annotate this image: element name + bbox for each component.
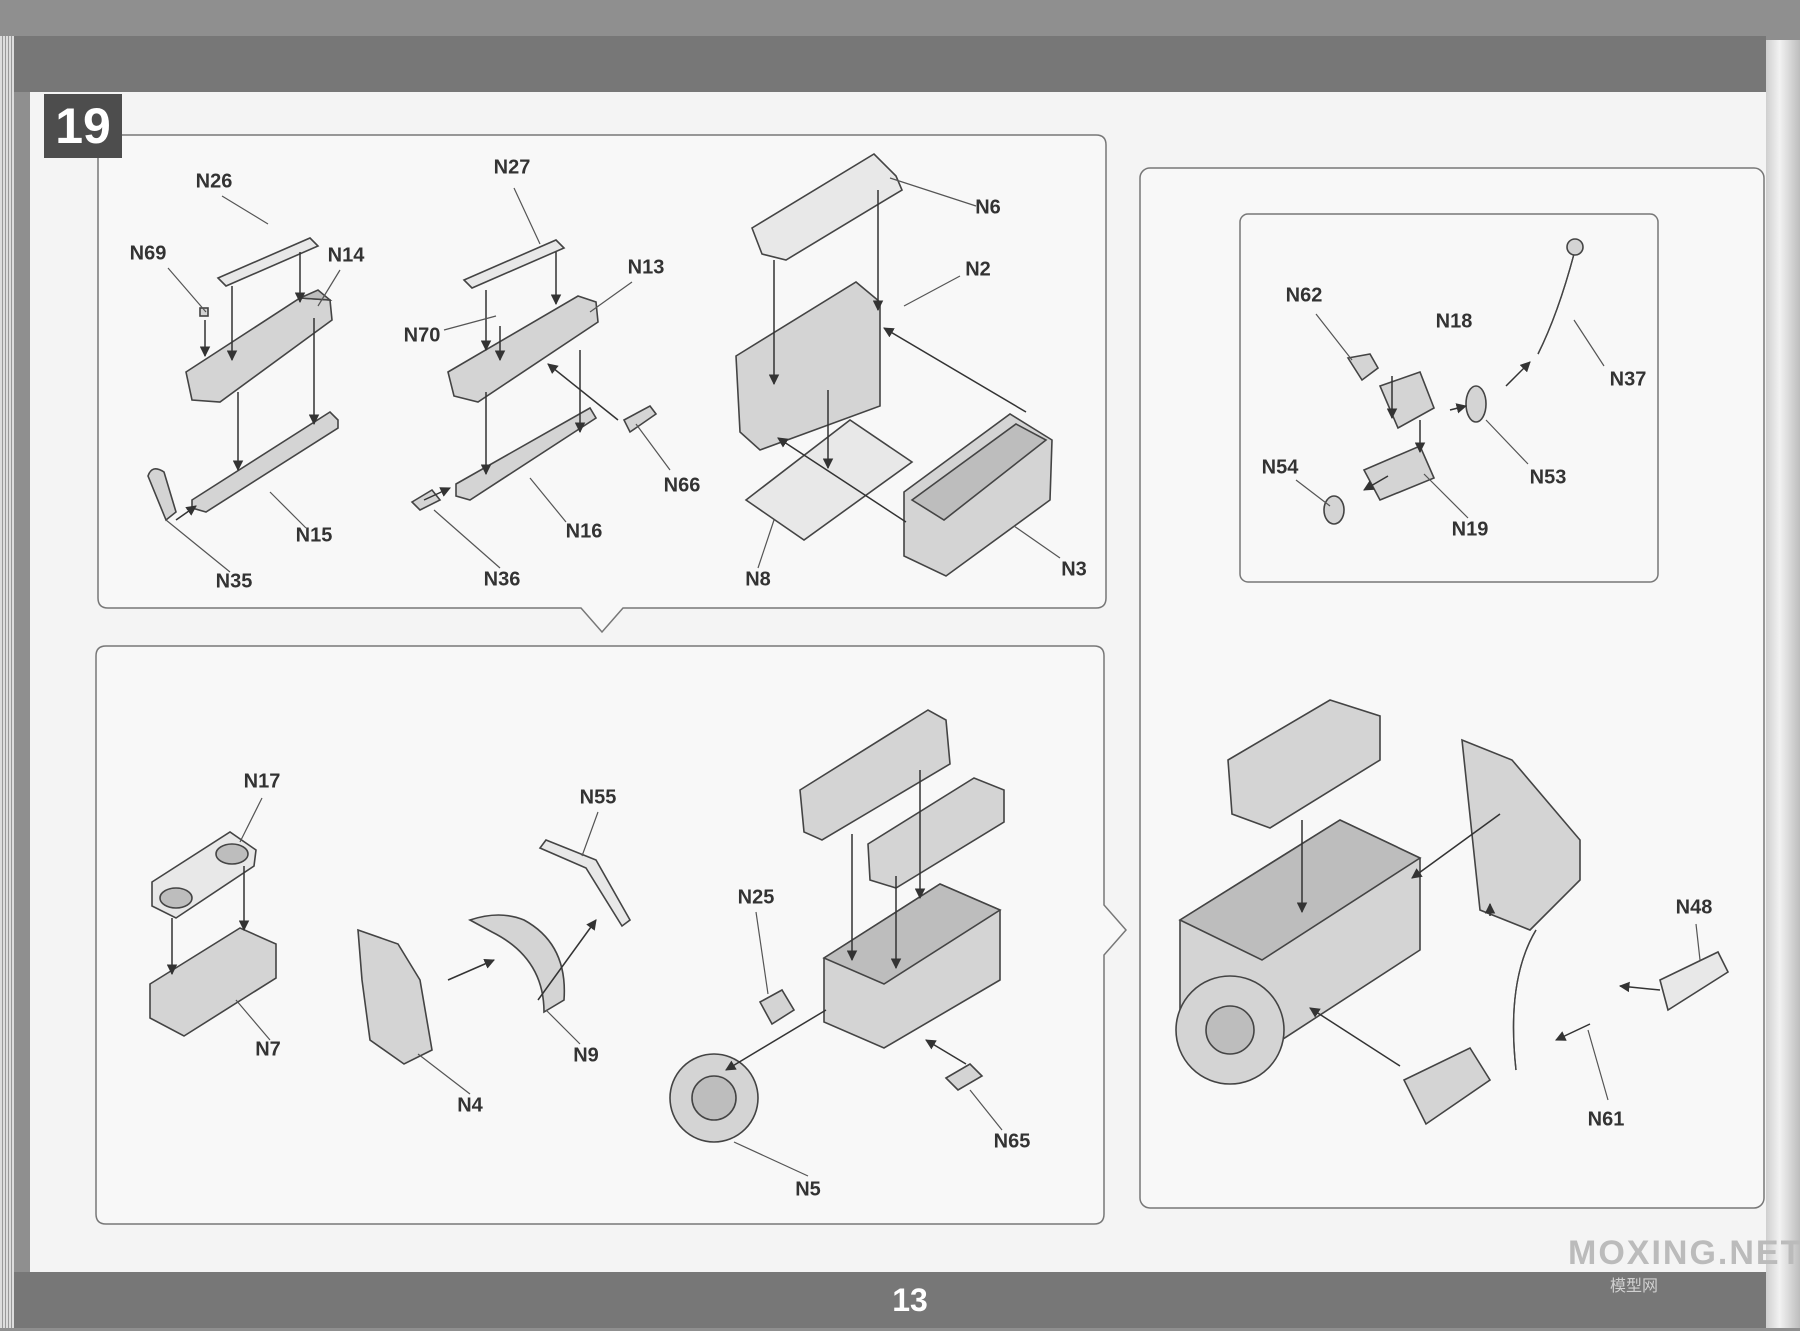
part-label-n36: N36 bbox=[483, 568, 521, 591]
part-label-n19: N19 bbox=[1451, 518, 1489, 541]
part-label-n16: N16 bbox=[565, 520, 603, 543]
part-label-n14: N14 bbox=[327, 244, 365, 267]
part-label-n55: N55 bbox=[579, 786, 617, 809]
part-label-n54: N54 bbox=[1261, 456, 1299, 479]
part-label-n15: N15 bbox=[295, 524, 333, 547]
part-label-n70: N70 bbox=[403, 324, 441, 347]
part-label-n8: N8 bbox=[745, 568, 771, 591]
subassembly-n13 bbox=[410, 239, 658, 511]
subassembly-n9 bbox=[357, 839, 632, 1065]
part-label-n5: N5 bbox=[795, 1178, 821, 1201]
part-label-n61: N61 bbox=[1587, 1108, 1625, 1131]
part-label-n3: N3 bbox=[1061, 558, 1087, 581]
watermark: MOXING.NET bbox=[1568, 1234, 1800, 1272]
part-label-n2: N2 bbox=[965, 258, 991, 281]
part-label-n62: N62 bbox=[1285, 284, 1323, 307]
part-label-n48: N48 bbox=[1675, 896, 1713, 919]
leader-lines bbox=[165, 177, 1701, 1177]
part-label-n65: N65 bbox=[993, 1130, 1031, 1153]
part-label-n4: N4 bbox=[457, 1094, 483, 1117]
part-label-n27: N27 bbox=[493, 156, 531, 179]
part-label-n69: N69 bbox=[129, 242, 167, 265]
part-label-n9: N9 bbox=[573, 1044, 599, 1067]
page-edge-left bbox=[0, 36, 14, 1328]
part-label-n53: N53 bbox=[1529, 466, 1567, 489]
subassembly-n2 bbox=[735, 152, 1053, 577]
part-label-n13: N13 bbox=[627, 256, 665, 279]
step-number: 19 bbox=[44, 94, 122, 158]
part-label-n26: N26 bbox=[195, 170, 233, 193]
bottom-bar bbox=[14, 1272, 1766, 1328]
page-number: 13 bbox=[892, 1282, 928, 1318]
watermark-sub: 模型网 bbox=[1610, 1278, 1659, 1295]
part-label-n17: N17 bbox=[243, 770, 281, 793]
part-label-n7: N7 bbox=[255, 1038, 281, 1061]
part-label-n37: N37 bbox=[1609, 368, 1647, 391]
part-label-n18: N18 bbox=[1435, 310, 1473, 333]
part-label-n35: N35 bbox=[215, 570, 253, 593]
part-label-n66: N66 bbox=[663, 474, 701, 497]
panel-top-left bbox=[97, 134, 1107, 634]
part-label-n25: N25 bbox=[737, 886, 775, 909]
subassembly-n18 bbox=[1323, 238, 1584, 525]
subassembly-n14 bbox=[147, 237, 339, 522]
panel-right-inset bbox=[1239, 213, 1659, 583]
part-label-n6: N6 bbox=[975, 196, 1001, 219]
subassembly-engine-block bbox=[669, 709, 1005, 1143]
subassembly-n7 bbox=[149, 831, 277, 1037]
top-bar bbox=[14, 36, 1766, 92]
subassembly-final bbox=[1175, 699, 1730, 1126]
page-edge-right bbox=[1766, 40, 1800, 1328]
